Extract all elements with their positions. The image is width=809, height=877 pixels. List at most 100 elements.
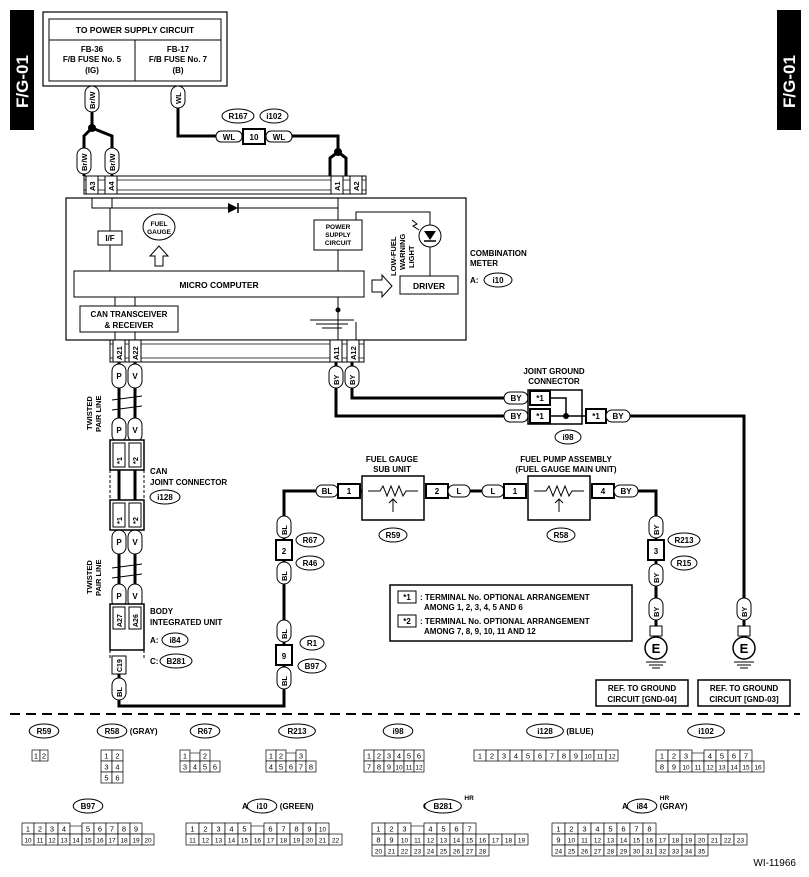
meter-top-connector: A3 A4 A1 A2 — [83, 175, 367, 195]
power-supply-title: TO POWER SUPPLY CIRCUIT — [76, 25, 195, 35]
svg-text:WL: WL — [273, 133, 286, 142]
fuel-pump-assembly: L 1 4 BY FUEL PUMP ASSEMBLY (FUEL GAUGE … — [481, 455, 639, 543]
connector-r213-r15: BY 3 BY R213 R15 BY — [647, 515, 701, 621]
svg-text:(FUEL GAUGE MAIN UNIT): (FUEL GAUGE MAIN UNIT) — [515, 465, 617, 474]
connector-pin-number: 16 — [96, 838, 104, 845]
connector-pin-number: 1 — [660, 752, 664, 761]
connector-pin-number: 28 — [479, 849, 487, 856]
connector-face-id-badge — [28, 723, 60, 739]
connector-pin-number: 9 — [672, 763, 676, 772]
svg-text:9: 9 — [282, 652, 287, 661]
connector-face-id: i10 — [256, 802, 268, 811]
fuel-gauge-sub-unit: BL 1 2 L FUEL GAUGE SUB UNIT R59 — [315, 455, 471, 543]
svg-text:i10: i10 — [492, 276, 504, 285]
connector-pin-number: 1 — [478, 752, 482, 761]
connector-pin-number: 11 — [597, 754, 604, 761]
connector-pin-number: 19 — [132, 838, 140, 845]
connector-pin-number: 21 — [388, 849, 396, 856]
left-tab-label: F/G-01 — [13, 55, 32, 108]
connector-pin-number: 8 — [309, 763, 313, 772]
connector-pin-cell — [733, 833, 748, 846]
connector-face-note: (GRAY) — [130, 727, 158, 736]
connector-pin-number: 27 — [466, 849, 474, 856]
svg-text:Br/W: Br/W — [80, 153, 89, 171]
svg-text:A2: A2 — [352, 181, 361, 191]
svg-text:A26: A26 — [133, 614, 140, 627]
svg-text:*1: *1 — [115, 457, 124, 464]
fuse-right-type: (B) — [172, 66, 183, 75]
connector-pin-number: 17 — [267, 838, 275, 845]
connector-pin-number: 17 — [492, 838, 500, 845]
connector-pin-number: 28 — [607, 849, 615, 856]
svg-text:I/F: I/F — [105, 234, 114, 243]
svg-text:*2: *2 — [403, 617, 411, 626]
svg-text:BY: BY — [612, 412, 624, 421]
connector-face-id-badge — [687, 723, 725, 739]
connector-face-note: HR — [464, 795, 474, 802]
can-joint-connector: *1 *2 *1 *2 CAN JOINT CONNECTOR i128 — [109, 439, 227, 531]
fuse-left-name: F/B FUSE No. 5 — [63, 55, 122, 64]
svg-text:CAN TRANSCEIVER: CAN TRANSCEIVER — [91, 310, 168, 319]
connector-pin-number: 8 — [562, 752, 566, 761]
svg-text:METER: METER — [470, 259, 498, 268]
connector-pin-number: 4 — [595, 825, 599, 834]
connector-pin-number: 1 — [26, 825, 30, 834]
svg-text:LIGHT: LIGHT — [407, 245, 416, 268]
svg-text:R67: R67 — [303, 536, 318, 545]
connector-face-id: i98 — [392, 727, 404, 736]
svg-text:POWER: POWER — [326, 224, 351, 231]
svg-text:R15: R15 — [677, 559, 692, 568]
twisted-label: TWISTED — [85, 560, 94, 594]
terminal-legend: *1 : TERMINAL No. OPTIONAL ARRANGEMENT A… — [389, 584, 633, 642]
connector-face-id: R67 — [198, 727, 213, 736]
connector-pin-number: 18 — [505, 838, 513, 845]
connector-pin-number: 19 — [293, 838, 301, 845]
connector-pin-number: 24 — [555, 849, 563, 856]
wire-tag: Br/W — [104, 147, 120, 175]
connector-pin-number: 16 — [754, 765, 762, 772]
right-tab-label: F/G-01 — [780, 55, 799, 108]
connector-pin-number: 4 — [62, 825, 66, 834]
connector-face-id-badge — [278, 723, 316, 739]
svg-text:V: V — [132, 426, 138, 435]
svg-text:BY: BY — [652, 525, 661, 535]
wire-tag: Br/W — [84, 85, 100, 113]
connector-pin-number: 5 — [608, 825, 612, 834]
svg-text:L: L — [491, 487, 496, 496]
connector-pin-number: 29 — [620, 849, 628, 856]
connector-pin-number: 11 — [189, 838, 196, 845]
connector-pin-number: 2 — [389, 825, 393, 834]
svg-text:C19: C19 — [117, 659, 124, 672]
connector-face-id-badge — [246, 798, 278, 814]
connector-pin-number: 3 — [216, 825, 220, 834]
connector-pin-number: 10 — [24, 838, 32, 845]
connector-pin-number: 19 — [685, 838, 693, 845]
connector-pin-number: 32 — [659, 849, 667, 856]
connector-pin-number: 26 — [581, 849, 589, 856]
connector-pin-number: 15 — [241, 838, 249, 845]
connector-pin-number: 4 — [428, 825, 432, 834]
connector-pin-number: 25 — [568, 849, 576, 856]
svg-text:BY: BY — [332, 375, 341, 385]
svg-text:i102: i102 — [266, 112, 282, 121]
connector-pin-number: 25 — [440, 849, 448, 856]
svg-text:1: 1 — [347, 487, 352, 496]
wire-tag: P V P V P V P V — [111, 363, 143, 609]
connector-pin-number: 7 — [744, 752, 748, 761]
connector-pin-number: 6 — [732, 752, 736, 761]
connector-pin-number: 6 — [115, 774, 119, 783]
connector-pin-number: 27 — [594, 849, 602, 856]
connector-pin-number: 20 — [698, 838, 706, 845]
svg-text:GAUGE: GAUGE — [147, 229, 172, 236]
connector-pin-number: 2 — [569, 825, 573, 834]
connector-face-prefix: A: — [622, 802, 630, 811]
connector-pin-number: 1 — [556, 825, 560, 834]
connector-pin-number: 20 — [375, 849, 383, 856]
connector-pin-number: 13 — [718, 765, 726, 772]
svg-text:Br/W: Br/W — [108, 153, 117, 171]
connector-pin-number: 2 — [490, 752, 494, 761]
connector-pin-number: 3 — [183, 763, 187, 772]
svg-text:A:: A: — [470, 276, 478, 285]
